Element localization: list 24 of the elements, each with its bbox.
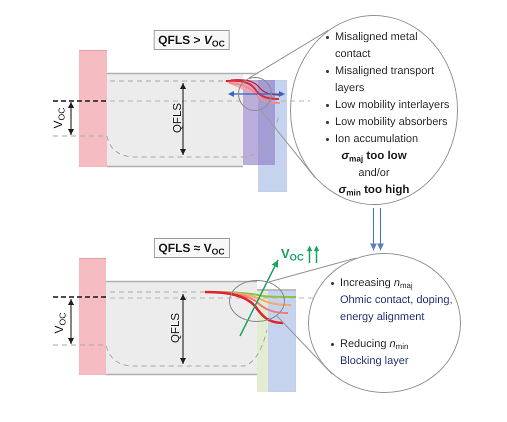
condition-heading: QFLS > V$_{OC}$ [153, 30, 230, 50]
connector-line [248, 30, 329, 78]
callout-ellipse [290, 15, 458, 205]
condition-heading: QFLS ≈ V$_{OC}$ [153, 238, 230, 258]
double-arrow [370, 207, 384, 251]
zoom-circle [238, 77, 272, 111]
detail-text: Ohmic contact, doping, energy alignment [340, 293, 454, 325]
dimension-label: QFLS [170, 102, 184, 134]
bullet-text: Ion accumulation [326, 131, 453, 148]
bullet-text: Increasing n$_{maj}$ [331, 275, 458, 292]
bullet-text: Low mobility absorbers [326, 114, 453, 131]
dimension-label: QFLS [168, 312, 182, 344]
connector-line [260, 110, 316, 179]
detail-text: Blocking layer [340, 354, 410, 369]
bullet-text: Misaligned metal contact [326, 29, 453, 63]
condition-text: σ$_{min}$ too high [338, 183, 410, 199]
conjunction-text: and/or [358, 166, 390, 181]
condition-text: σ$_{maj}$ too low [341, 149, 407, 165]
bullet-text: Reducing n$_{min}$ [331, 336, 458, 353]
bullet-text: Low mobility interlayers [326, 97, 453, 114]
bullet-text: Misaligned transport layers [326, 63, 453, 97]
callout-ellipse [308, 253, 461, 393]
connector-line [268, 258, 356, 282]
voltage-label: V$_{OC}$ [281, 246, 304, 262]
